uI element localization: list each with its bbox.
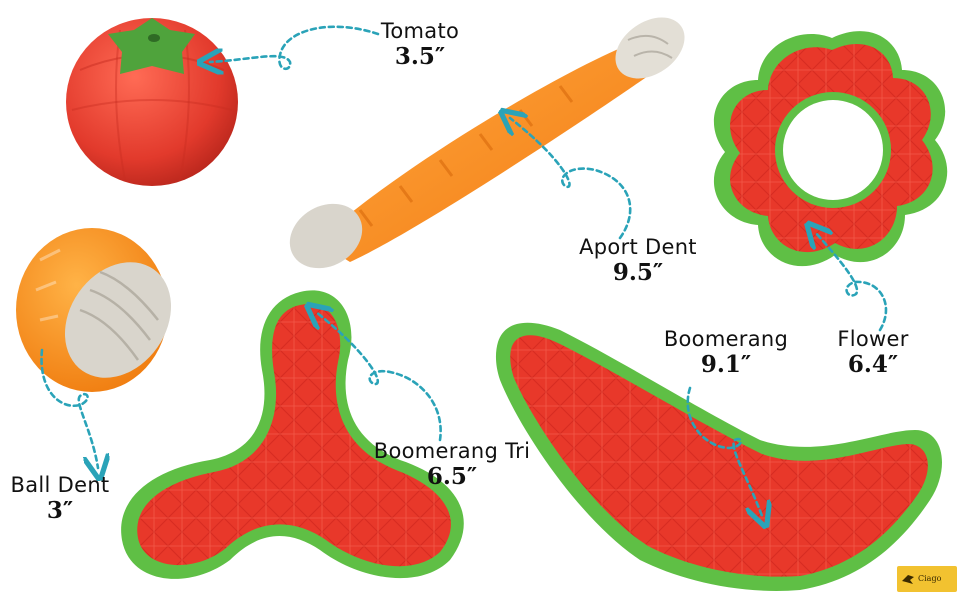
flower-arrow [815, 232, 888, 332]
boomerang-label: Boomerang 9.1″ [658, 328, 794, 377]
tomato-toy [66, 18, 238, 186]
ball-dent-size: 3″ [46, 497, 74, 525]
aport-dent-size: 9.5″ [612, 259, 664, 287]
flower-label: Flower 6.4″ [818, 328, 928, 377]
flower-toy [713, 31, 948, 267]
ball-dent-toy [16, 228, 172, 392]
ball-dent-arrow [40, 348, 98, 468]
aport-dent-name: Aport Dent [579, 235, 697, 259]
aport-dent-arrow [510, 118, 632, 240]
aport-dent-label: Aport Dent 9.5″ [568, 236, 708, 285]
callout-arrows [40, 25, 888, 516]
ball-dent-label: Ball Dent 3″ [4, 474, 116, 523]
flower-name: Flower [837, 327, 909, 351]
boomerang-tri-arrow [316, 312, 442, 442]
ball-dent-name: Ball Dent [10, 473, 110, 497]
boomerang-tri-size: 6.5″ [426, 463, 478, 491]
brand-logo-text: Ciago [918, 574, 942, 583]
brand-logo: Ciago [897, 566, 957, 592]
boomerang-tri-toy [121, 290, 464, 579]
tomato-name: Tomato [380, 19, 460, 43]
flower-size: 6.4″ [847, 351, 899, 379]
boomerang-tri-name: Boomerang Tri [373, 439, 531, 463]
aport-dent-toy [289, 17, 685, 269]
boomerang-name: Boomerang [663, 327, 789, 351]
bird-icon [902, 575, 914, 584]
tomato-size: 3.5″ [394, 43, 446, 71]
boomerang-tri-label: Boomerang Tri 6.5″ [364, 440, 540, 489]
tomato-label: Tomato 3.5″ [360, 20, 480, 69]
tomato-arrow [210, 25, 380, 69]
boomerang-toy [495, 322, 942, 591]
boomerang-size: 9.1″ [700, 351, 752, 379]
boomerang-arrow [686, 386, 762, 516]
